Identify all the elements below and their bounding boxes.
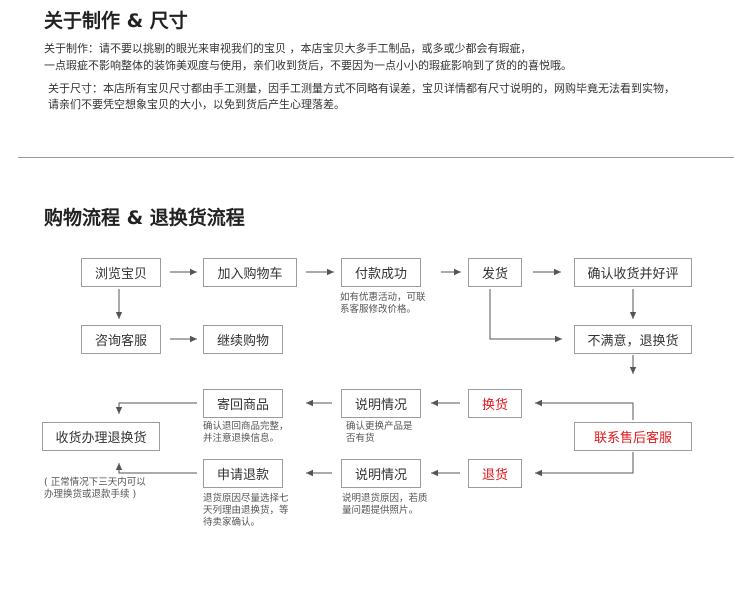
note-send-back-line-1: 确认退回商品完整，	[203, 421, 289, 432]
note-receive-line-1: ( 正常情况下三天内可以	[44, 477, 146, 488]
note-pay-line-1: 如有优惠活动，可联	[340, 292, 426, 303]
about-size-line-1: 关于尺寸：本店所有宝贝尺寸都由手工测量，因手工测量方式不同略有误差，宝贝详情都有…	[48, 82, 675, 95]
arrow-sendback-to-receive	[115, 402, 197, 414]
node-unsatisfied: 不满意，退换货	[574, 325, 692, 354]
node-explain-exchange: 说明情况	[341, 389, 421, 418]
node-receive-refund: 收货办理退换货	[42, 422, 160, 451]
node-pay: 付款成功	[341, 258, 421, 287]
node-explain-return: 说明情况	[341, 459, 421, 488]
note-send-back-line-2: 并注意退换信息。	[203, 433, 280, 444]
flow-title: 购物流程 & 退换货流程	[44, 207, 245, 229]
node-send-back: 寄回商品	[203, 389, 283, 418]
about-size-line-2: 请亲们不要凭空想象宝贝的大小，以免到货后产生心理落差。	[48, 98, 345, 111]
note-explain-return-line-1: 说明退货原因，若质	[342, 493, 428, 504]
node-exchange: 换货	[468, 389, 522, 418]
arrow-ship-to-unsatisfied	[489, 289, 562, 343]
node-apply-refund: 申请退款	[203, 459, 283, 488]
arrow-contact-to-return	[535, 452, 634, 477]
note-explain-exchange-line-1: 确认更换产品是	[346, 421, 413, 432]
note-apply-line-3: 待卖家确认。	[203, 517, 261, 528]
note-receive-line-2: 办理换货或退款手续 )	[44, 489, 137, 500]
node-consult: 咨询客服	[81, 325, 161, 354]
note-apply-line-1: 退货原因尽量选择七	[203, 493, 289, 504]
node-browse: 浏览宝贝	[81, 258, 161, 287]
about-making-line-1: 关于制作：请不要以挑剔的眼光来审视我们的宝贝 ，本店宝贝大多手工制品，或多或少都…	[44, 42, 532, 55]
node-continue: 继续购物	[203, 325, 283, 354]
note-pay-line-2: 系客服修改价格。	[340, 304, 417, 315]
node-add-cart: 加入购物车	[203, 258, 297, 287]
node-contact-service: 联系售后客服	[574, 422, 692, 451]
arrow-apply-to-receive	[115, 463, 197, 474]
node-confirm: 确认收货并好评	[574, 258, 692, 287]
note-explain-return-line-2: 量问题提供照片。	[342, 505, 419, 516]
about-title: 关于制作 & 尺寸	[44, 10, 188, 32]
section-divider	[18, 157, 734, 158]
node-ship: 发货	[468, 258, 522, 287]
node-return: 退货	[468, 459, 522, 488]
about-making-line-2: 一点瑕疵不影响整体的装饰美观度与使用，亲们收到货后，不要因为一点小小的瑕疵影响到…	[44, 59, 572, 72]
note-explain-exchange-line-2: 否有货	[346, 433, 375, 444]
note-apply-line-2: 天列理由退换货，等	[203, 505, 289, 516]
arrow-contact-to-exchange	[535, 399, 634, 420]
